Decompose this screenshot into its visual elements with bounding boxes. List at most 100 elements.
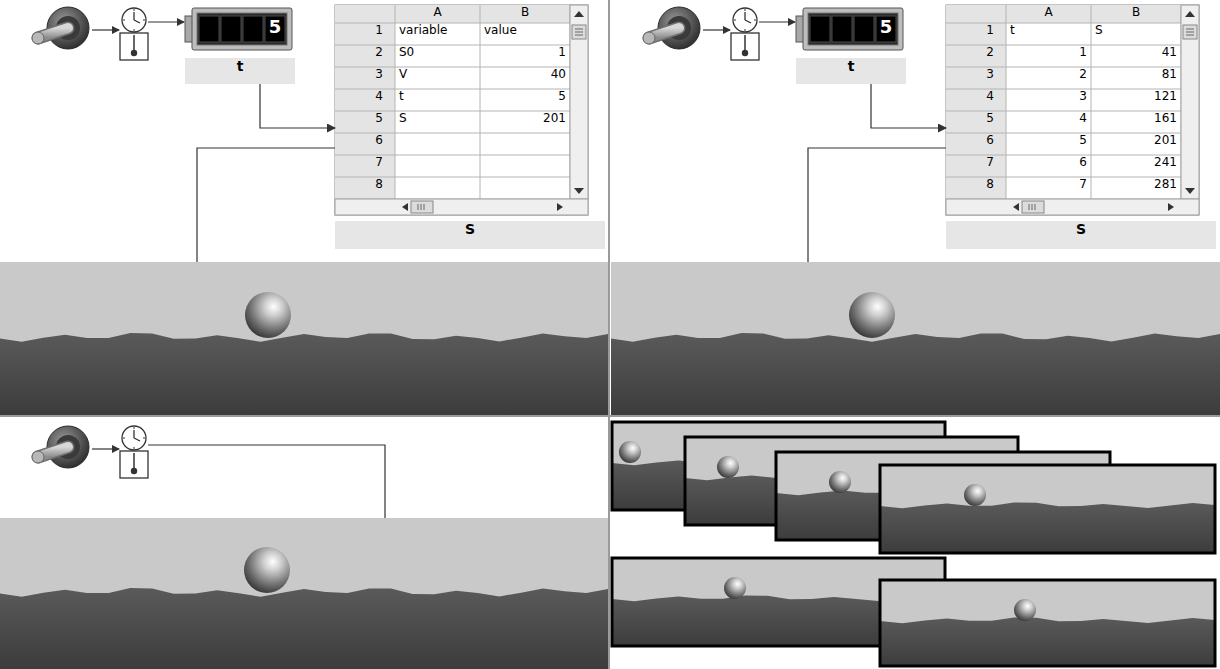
table-cell: 40 [480, 67, 570, 89]
scroll-arrow [1185, 188, 1195, 194]
scroll-arrow [574, 188, 584, 194]
clock-tick [745, 29, 746, 31]
counter-display: 5t [185, 8, 295, 84]
row-number: 5 [335, 111, 395, 133]
clock-tick [134, 9, 135, 11]
table-cell: S [1091, 23, 1181, 45]
ball [717, 456, 739, 478]
pendulum-box [120, 451, 148, 478]
ball [1014, 599, 1036, 621]
scrollbar [570, 5, 588, 199]
scroll-grip [575, 35, 583, 36]
scroll-grip [1035, 204, 1036, 210]
scroll-grip [1186, 32, 1194, 33]
row-number: 4 [335, 89, 395, 111]
variable-name: t [185, 58, 295, 84]
table-cell: 81 [1091, 67, 1181, 89]
clock-hand [133, 12, 134, 20]
sky [611, 262, 1220, 415]
scroll-thumb [572, 25, 586, 39]
scroll-grip [1186, 35, 1194, 36]
clock-hand [133, 430, 134, 438]
clock-tick [745, 9, 746, 11]
table-cell: 3 [1006, 89, 1091, 111]
table-cell: 201 [1091, 133, 1181, 155]
scroll-grip [418, 204, 419, 210]
counter-digit-window [243, 16, 263, 42]
counter-display: 5t [796, 8, 906, 84]
counter-digit-window [810, 16, 830, 42]
scrollbar [1181, 5, 1199, 199]
table-cell: t [395, 89, 480, 111]
ground [880, 502, 1215, 553]
counter-value: 5 [265, 16, 285, 42]
grid-line [1006, 5, 1007, 199]
scroll-thumb [1183, 25, 1197, 39]
table-cell: t [1006, 23, 1091, 45]
scroll-grip [424, 204, 425, 210]
scroll-grip [575, 29, 583, 30]
grid-line [335, 111, 570, 112]
spreadsheet-table: S [946, 5, 1216, 250]
sky [0, 518, 608, 669]
table-cell: 5 [1006, 133, 1091, 155]
clock-symbol [122, 426, 146, 450]
toggle-lever [32, 451, 44, 463]
counter-digit-window [221, 16, 241, 42]
table-cell: 6 [1006, 155, 1091, 177]
clock-tick [134, 29, 135, 31]
scroll-grip [1029, 204, 1030, 210]
counter-value: 5 [876, 16, 896, 42]
toggle-lever [643, 32, 655, 44]
sky [880, 465, 1215, 553]
scroll-grip [1032, 204, 1033, 210]
column-header [335, 5, 570, 23]
row-number: 6 [335, 133, 395, 155]
table-cell: 1 [480, 45, 570, 67]
counter-digit-window [199, 16, 219, 42]
scrollbar [946, 199, 1199, 215]
row-number: 6 [946, 133, 1006, 155]
grid-line [335, 155, 570, 156]
table-cell: 41 [1091, 45, 1181, 67]
scroll-grip [1186, 29, 1194, 30]
row-number: 8 [946, 177, 1006, 199]
table-cell: S [395, 111, 480, 133]
grid-line [335, 45, 570, 46]
panel-divider [609, 415, 1220, 417]
animation-frame [880, 465, 1215, 553]
pendulum-bob [742, 50, 748, 56]
grid-line [335, 89, 570, 90]
grid-line [1091, 5, 1092, 199]
column-header [946, 5, 1181, 23]
scroll-thumb [1022, 201, 1044, 213]
clock-tick [734, 20, 736, 21]
sky [880, 580, 1215, 666]
spreadsheet-frame [946, 5, 1199, 215]
row-number: 3 [335, 67, 395, 89]
pendulum-bob [131, 50, 137, 56]
ground [0, 588, 608, 669]
row-number: 1 [946, 23, 1006, 45]
label-strip [335, 221, 605, 249]
grid-line [946, 89, 1181, 90]
counter-display [197, 13, 287, 45]
column-header: A [1006, 5, 1091, 23]
table-cell: 121 [1091, 89, 1181, 111]
signal-arrow [92, 448, 119, 449]
signal-arrow [92, 29, 119, 30]
label-strip [946, 221, 1216, 249]
pendulum-box [120, 33, 148, 60]
row-number: 5 [946, 111, 1006, 133]
ground [611, 333, 1220, 415]
grid-line [480, 5, 481, 199]
row-number: 2 [335, 45, 395, 67]
counter-display [808, 13, 898, 45]
spreadsheet-frame [335, 5, 588, 215]
table-cell: 241 [1091, 155, 1181, 177]
ball [724, 577, 746, 599]
scroll-arrow [574, 11, 584, 17]
wire [808, 148, 946, 262]
